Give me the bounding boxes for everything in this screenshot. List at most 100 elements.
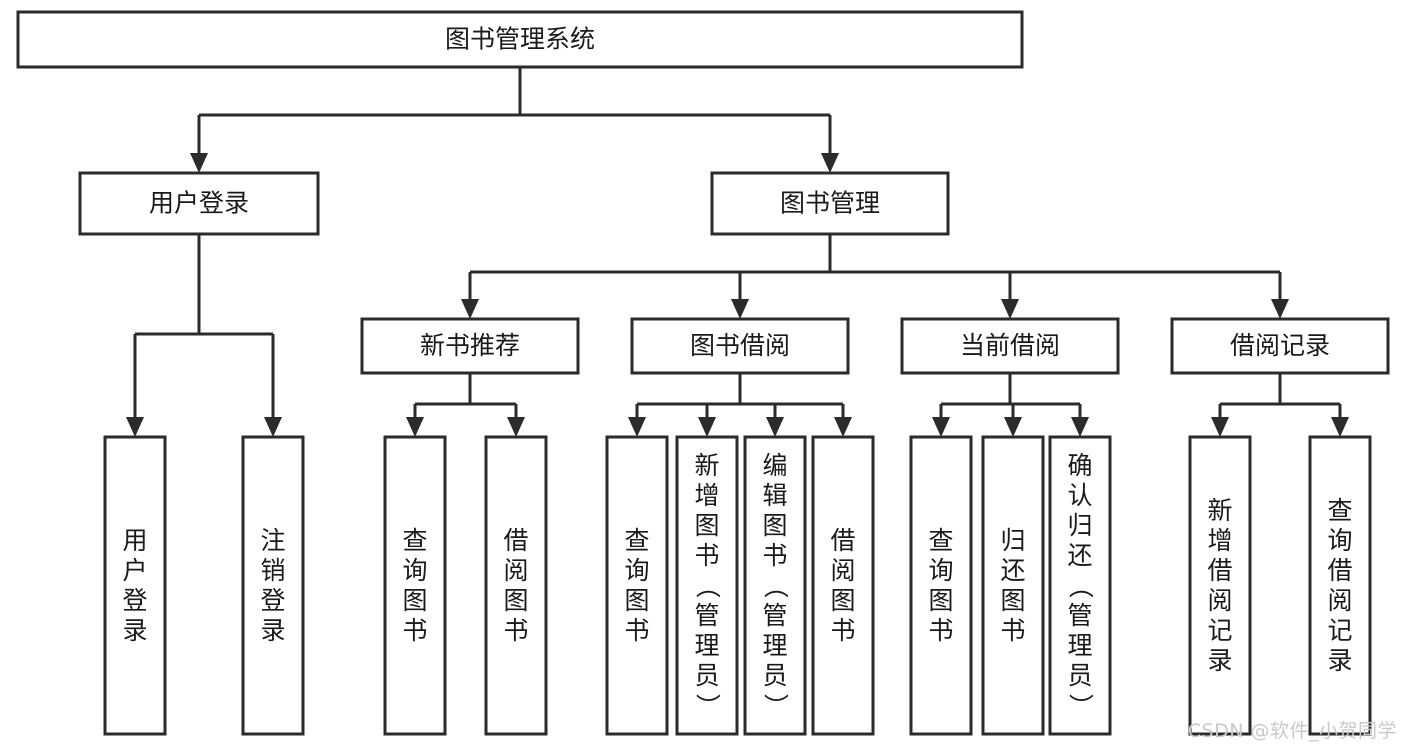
arrow-head-icon-leaf-edit-book bbox=[766, 417, 784, 437]
arrow-head-icon-leaf-query-book-1 bbox=[406, 417, 424, 437]
node-box-leaf-borrow-book-2[interactable] bbox=[811, 435, 875, 736]
arrow-head-icon-book-manage bbox=[821, 153, 839, 173]
svg-text:还: 还 bbox=[1067, 541, 1092, 570]
svg-text:理: 理 bbox=[694, 631, 719, 660]
svg-text:注: 注 bbox=[260, 526, 285, 555]
svg-text:图: 图 bbox=[624, 586, 649, 615]
svg-text:归: 归 bbox=[1067, 511, 1092, 540]
svg-text:阅: 阅 bbox=[1327, 586, 1352, 615]
svg-text:询: 询 bbox=[402, 556, 427, 585]
svg-text:录: 录 bbox=[1327, 646, 1352, 675]
svg-text:理: 理 bbox=[1067, 631, 1092, 660]
node-box-book-borrow[interactable] bbox=[630, 317, 850, 375]
svg-text:（: （ bbox=[693, 573, 722, 598]
svg-text:确: 确 bbox=[1067, 451, 1092, 480]
svg-text:增: 增 bbox=[694, 481, 719, 510]
svg-text:查: 查 bbox=[1327, 496, 1352, 525]
arrow-head-icon-leaf-user-logout bbox=[264, 417, 282, 437]
node-label-book-borrow: 图书借阅 bbox=[690, 331, 790, 360]
node-box-leaf-user-logout[interactable] bbox=[241, 435, 305, 736]
svg-text:记: 记 bbox=[1327, 616, 1352, 645]
node-label-root: 图书管理系统 bbox=[445, 25, 595, 54]
arrow-head-icon-leaf-query-record bbox=[1331, 417, 1349, 437]
node-label-leaf-user-login: 用户登录 bbox=[122, 526, 147, 645]
svg-text:借: 借 bbox=[503, 526, 528, 555]
arrow-head-icon-leaf-user-login bbox=[126, 417, 144, 437]
svg-text:新: 新 bbox=[694, 451, 719, 480]
svg-text:查: 查 bbox=[928, 526, 953, 555]
svg-text:管: 管 bbox=[762, 601, 787, 630]
csdn-watermark: CSDN @软件_小贺同学 bbox=[1187, 720, 1397, 742]
svg-text:）: ） bbox=[693, 693, 722, 718]
svg-text:辑: 辑 bbox=[762, 481, 787, 510]
svg-text:销: 销 bbox=[260, 556, 285, 585]
svg-text:编: 编 bbox=[762, 451, 787, 480]
node-box-user-login[interactable] bbox=[78, 171, 320, 236]
svg-text:归: 归 bbox=[1000, 526, 1025, 555]
svg-text:询: 询 bbox=[1327, 526, 1352, 555]
svg-text:借: 借 bbox=[1207, 556, 1232, 585]
svg-text:记: 记 bbox=[1207, 616, 1232, 645]
svg-text:）: ） bbox=[1066, 693, 1095, 718]
arrow-head-icon-leaf-query-book-3 bbox=[932, 417, 950, 437]
arrow-head-icon-leaf-borrow-book-1 bbox=[507, 417, 525, 437]
node-box-leaf-add-book[interactable] bbox=[675, 435, 739, 736]
node-box-book-manage[interactable] bbox=[710, 171, 950, 236]
svg-text:查: 查 bbox=[624, 526, 649, 555]
svg-text:图: 图 bbox=[762, 511, 787, 540]
node-box-leaf-query-book-2[interactable] bbox=[605, 435, 669, 736]
svg-text:户: 户 bbox=[122, 556, 147, 585]
node-box-leaf-confirm-return[interactable] bbox=[1048, 435, 1112, 736]
node-label-current-borrow: 当前借阅 bbox=[960, 331, 1060, 360]
node-box-leaf-edit-book[interactable] bbox=[743, 435, 807, 736]
node-box-leaf-query-record[interactable] bbox=[1308, 435, 1372, 736]
svg-text:管: 管 bbox=[1067, 601, 1092, 630]
arrow-head-icon-leaf-add-record bbox=[1211, 417, 1229, 437]
svg-text:还: 还 bbox=[1000, 556, 1025, 585]
svg-text:图: 图 bbox=[503, 586, 528, 615]
svg-text:员: 员 bbox=[762, 661, 787, 690]
node-label-borrow-record: 借阅记录 bbox=[1230, 331, 1330, 360]
svg-text:图: 图 bbox=[694, 511, 719, 540]
node-box-leaf-user-login[interactable] bbox=[103, 435, 167, 736]
node-box-new-book-recommend[interactable] bbox=[360, 317, 580, 375]
node-box-borrow-record[interactable] bbox=[1170, 317, 1390, 375]
node-box-leaf-add-record[interactable] bbox=[1188, 435, 1252, 736]
node-box-leaf-query-book-3[interactable] bbox=[909, 435, 973, 736]
svg-text:（: （ bbox=[761, 573, 790, 598]
svg-text:书: 书 bbox=[402, 616, 427, 645]
svg-text:阅: 阅 bbox=[1207, 586, 1232, 615]
svg-text:录: 录 bbox=[260, 616, 285, 645]
svg-text:增: 增 bbox=[1207, 526, 1232, 555]
svg-text:用: 用 bbox=[122, 526, 147, 555]
connector-layer bbox=[126, 67, 1349, 437]
node-box-leaf-borrow-book-1[interactable] bbox=[484, 435, 548, 736]
svg-text:新: 新 bbox=[1207, 496, 1232, 525]
node-box-leaf-query-book-1[interactable] bbox=[383, 435, 447, 736]
svg-text:询: 询 bbox=[928, 556, 953, 585]
svg-text:管: 管 bbox=[694, 601, 719, 630]
svg-text:（: （ bbox=[1066, 573, 1095, 598]
svg-text:借: 借 bbox=[1327, 556, 1352, 585]
svg-text:图: 图 bbox=[402, 586, 427, 615]
svg-text:）: ） bbox=[761, 693, 790, 718]
node-box-root[interactable] bbox=[16, 10, 1024, 69]
arrow-head-icon-leaf-add-book bbox=[698, 417, 716, 437]
node-label-book-manage: 图书管理 bbox=[780, 189, 880, 218]
svg-text:书: 书 bbox=[762, 541, 787, 570]
svg-text:书: 书 bbox=[928, 616, 953, 645]
node-box-current-borrow[interactable] bbox=[900, 317, 1120, 375]
arrow-head-icon-borrow-record bbox=[1271, 299, 1289, 319]
node-box-leaf-return-book[interactable] bbox=[981, 435, 1045, 736]
node-box-layer bbox=[16, 10, 1390, 736]
svg-text:借: 借 bbox=[830, 526, 855, 555]
